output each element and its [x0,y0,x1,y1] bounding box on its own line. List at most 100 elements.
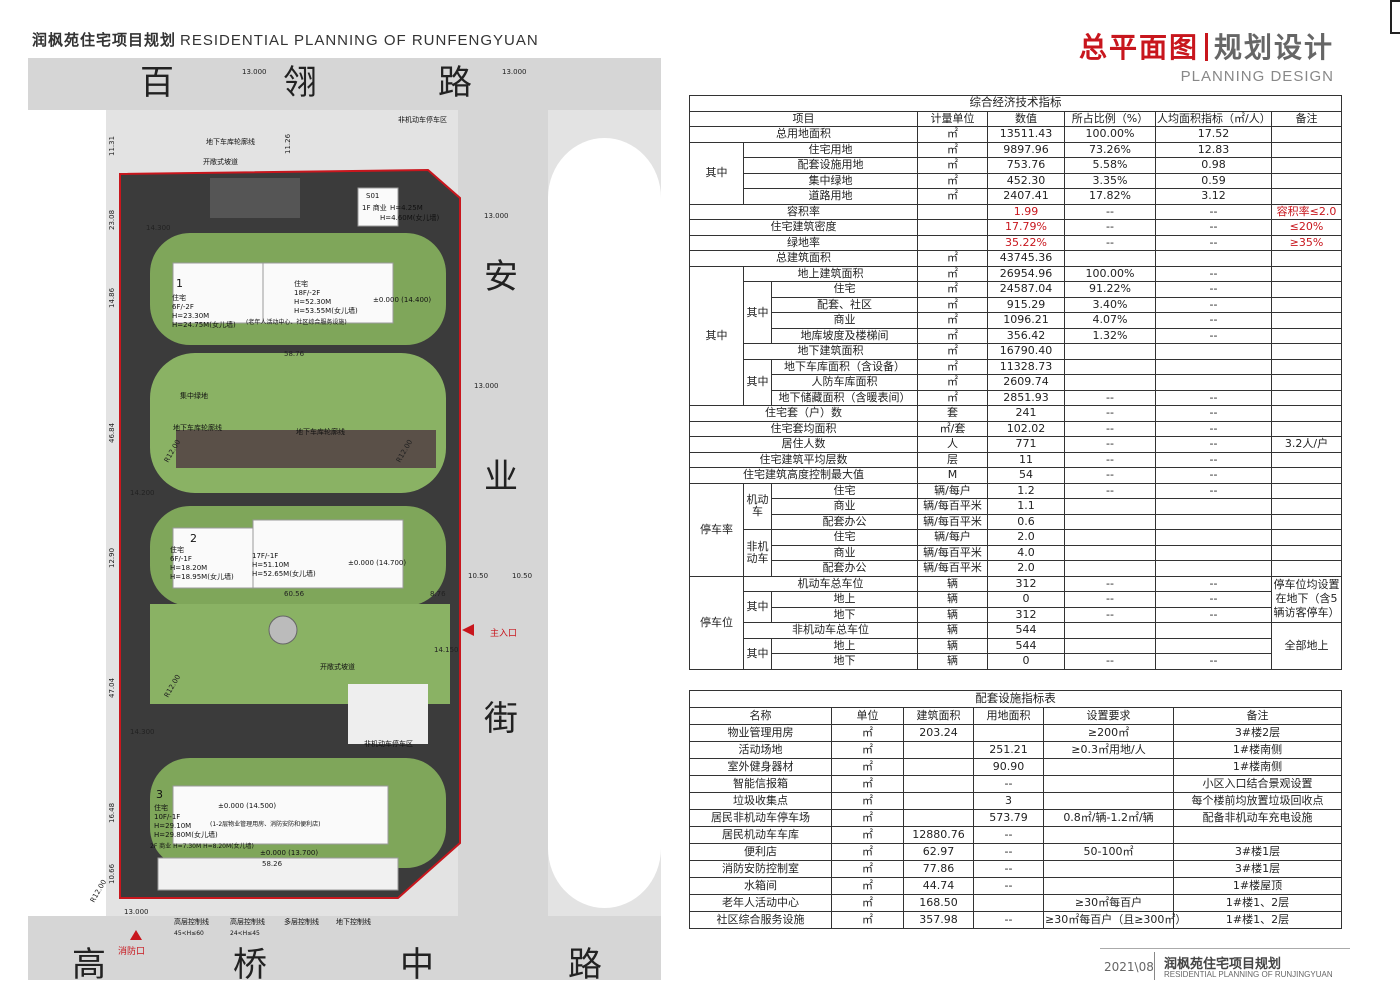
cell: 44.74 [903,877,974,895]
cell: 便利店 [689,843,832,861]
label-s01: S01 [366,192,379,200]
label-ctrl-1-range: 45<H≤60 [174,930,204,937]
cell [973,894,1044,912]
ramp-s [348,684,428,744]
cell: 5.58% [1064,157,1156,174]
cell: ㎡ [917,141,988,158]
label-s01-parapet: H=4.60M(女儿墙) [380,213,439,222]
promenade [176,430,436,468]
cell: 77.86 [903,860,974,878]
label-b2-f: H=51.10M [252,561,289,569]
cell: 智能信报箱 [689,775,832,793]
cell [903,792,974,810]
building-2a [172,527,254,589]
road-north-char-3: 路 [438,63,472,103]
label-b3-b: 10F/-1F [154,813,180,821]
label-b1-c: H=23.30M [172,312,209,320]
cell [1064,358,1156,375]
cell: 居民非机动车停车场 [689,809,832,827]
cell: 1#楼南侧 [1172,758,1343,776]
cell [1155,560,1272,577]
cell [1043,826,1174,844]
cell [1271,265,1342,282]
cell: ≥30㎡每百户 [1043,894,1174,912]
cell [1271,126,1342,143]
sheet-subtitle: PLANNING DESIGN [1180,68,1334,85]
road-south-char-3: 中 [400,945,434,985]
cell: 配套办公 [771,560,918,577]
cell [1064,343,1156,360]
cell: -- [1064,405,1156,422]
col-header-note: 备注 [1271,110,1342,127]
cell: 住宅 [771,529,918,546]
label-ctrl-2-range: 24<H≤45 [230,930,260,937]
note-parking-line-3: 辆访客停车） [1273,606,1340,620]
green-block-2 [150,353,446,493]
cell [917,234,988,251]
label-s01-height: H=4.25M [390,204,423,212]
cell: 0 [987,653,1065,670]
cell: 771 [987,436,1065,453]
cell: ㎡ [831,724,904,742]
group-label: 其中 [689,265,744,406]
road-east-char-2: 业 [484,457,518,497]
dim-v-1131: 11.31 [108,136,116,156]
cell: 全部地上 [1271,622,1342,670]
cell: 住宅建筑高度控制最大值 [689,467,918,484]
cell [1271,157,1342,174]
cell [1271,343,1342,360]
cell: 0.98 [1155,157,1272,174]
label-b1-note: (老年人活动中心、社区综合服务设施) [246,318,347,326]
cell [1064,374,1156,391]
cell: 915.29 [987,296,1065,313]
label-b3-number: 3 [156,788,163,801]
cell: 0.8㎡/辆-1.2㎡/辆 [1043,809,1174,827]
cell: -- [1064,389,1156,406]
cell: -- [1064,203,1156,220]
cell: ㎡ [831,826,904,844]
cell: 203.24 [903,724,974,742]
cell: 3#楼2层 [1172,724,1343,742]
cell [1155,343,1272,360]
cell: ㎡ [831,894,904,912]
cell: 24587.04 [987,281,1065,298]
dim-13-e: 13.000 [124,908,149,916]
cell: 1#楼1、2层 [1172,911,1343,929]
cell: 地上 [771,637,918,654]
cell: -- [1155,219,1272,236]
cell: 73.26% [1064,141,1156,158]
cell: ㎡ [917,389,988,406]
cell [1271,327,1342,344]
cell: -- [1155,281,1272,298]
label-b3-c: H=29.10M [154,822,191,830]
ramp-n [210,178,300,218]
group-label: 停车位 [689,575,744,670]
cell: ≥35% [1271,234,1342,251]
cell [1064,560,1156,577]
label-b2-g: H=52.65M(女儿墙) [252,569,316,578]
cell [1064,622,1156,639]
cell: ≥0.3㎡用地/人 [1043,741,1174,759]
cell: 1.1 [987,498,1065,515]
cell [1271,374,1342,391]
dim-10-a: 10.50 [468,572,488,580]
cell: 3.35% [1064,172,1156,189]
level-14200: 14.200 [130,489,155,497]
cell: -- [973,843,1044,861]
col-header-item: 项目 [689,110,918,127]
cell: ㎡ [831,792,904,810]
cell: 13511.43 [987,126,1065,143]
cell: ≥30㎡每百户（且≥300㎡） [1043,911,1186,929]
cell [903,775,974,793]
cell [1155,637,1272,654]
cell: ㎡ [831,809,904,827]
cell: 0.59 [1155,172,1272,189]
cell: 非机动车总车位 [743,622,918,639]
cell [1043,775,1174,793]
cell: 地下储藏面积（含暖表间） [771,389,918,406]
cell [1064,637,1156,654]
cell: 总用地面积 [689,126,918,143]
col-header-note: 备注 [1172,707,1343,725]
